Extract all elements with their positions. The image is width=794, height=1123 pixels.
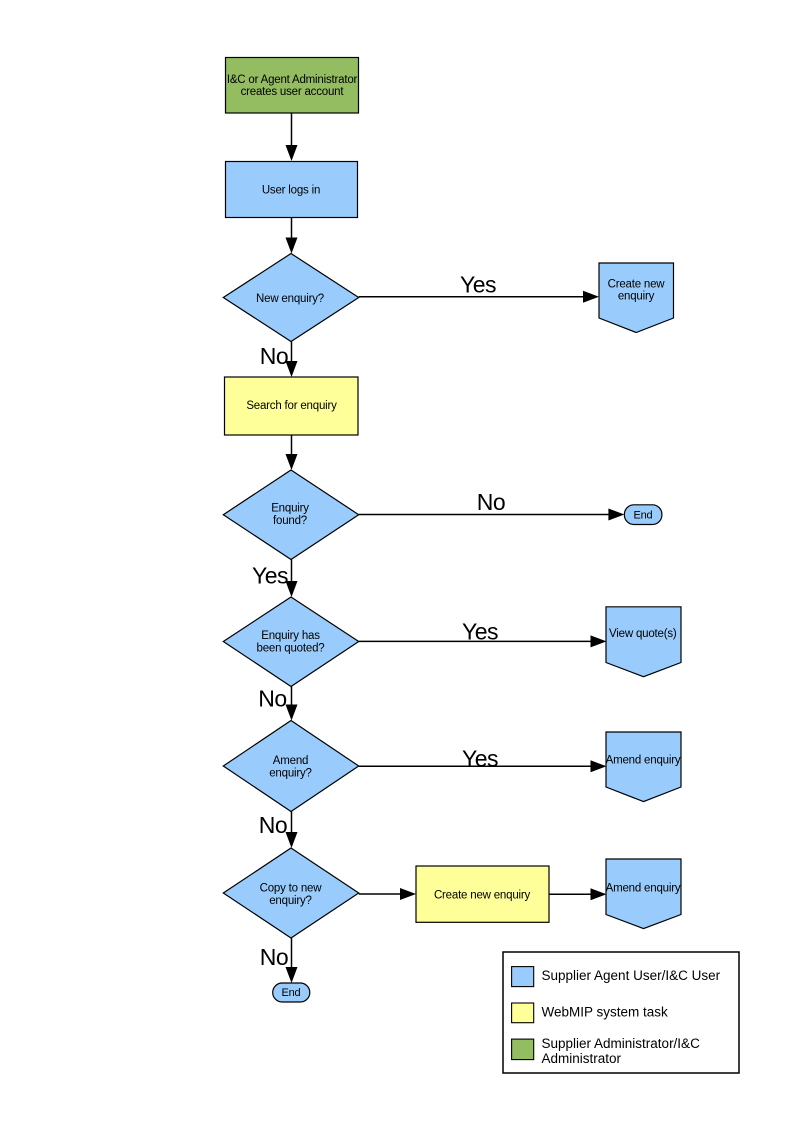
svg-text:No: No (477, 489, 505, 515)
svg-text:enquiry?: enquiry? (269, 895, 312, 907)
svg-text:Yes: Yes (252, 563, 288, 589)
svg-text:End: End (634, 509, 653, 521)
svg-text:Supplier Administrator/I&C: Supplier Administrator/I&C (542, 1036, 701, 1051)
svg-text:Yes: Yes (462, 618, 498, 644)
svg-text:Enquiry has: Enquiry has (261, 630, 320, 642)
svg-text:been quoted?: been quoted? (257, 642, 325, 654)
svg-text:Administrator: Administrator (542, 1051, 622, 1066)
svg-text:No: No (260, 343, 288, 369)
svg-text:enquiry: enquiry (618, 291, 655, 303)
svg-text:Amend enquiry: Amend enquiry (606, 754, 681, 766)
svg-text:creates user account: creates user account (241, 86, 345, 98)
svg-text:I&C or Agent Administrator: I&C or Agent Administrator (227, 74, 358, 86)
svg-text:Create new enquiry: Create new enquiry (434, 889, 531, 901)
svg-text:Create new: Create new (608, 279, 666, 291)
svg-text:found?: found? (273, 515, 307, 527)
svg-text:Enquiry: Enquiry (271, 503, 309, 515)
svg-text:No: No (260, 944, 288, 970)
svg-text:Yes: Yes (460, 272, 496, 298)
svg-text:Amend enquiry: Amend enquiry (606, 882, 681, 894)
svg-text:enquiry?: enquiry? (269, 767, 312, 779)
svg-text:User logs in: User logs in (262, 185, 320, 197)
svg-text:No: No (259, 812, 287, 838)
svg-text:WebMIP system task: WebMIP system task (542, 1005, 669, 1020)
svg-text:End: End (282, 987, 301, 999)
svg-text:Amend: Amend (273, 755, 308, 767)
svg-text:Supplier Agent User/I&C User: Supplier Agent User/I&C User (542, 968, 721, 983)
svg-text:New enquiry?: New enquiry? (256, 293, 324, 305)
svg-text:View quote(s): View quote(s) (609, 628, 677, 640)
svg-text:Yes: Yes (462, 746, 498, 772)
svg-text:No: No (258, 686, 286, 712)
svg-text:Search for enquiry: Search for enquiry (246, 400, 337, 412)
svg-text:Copy to new: Copy to new (260, 882, 323, 894)
